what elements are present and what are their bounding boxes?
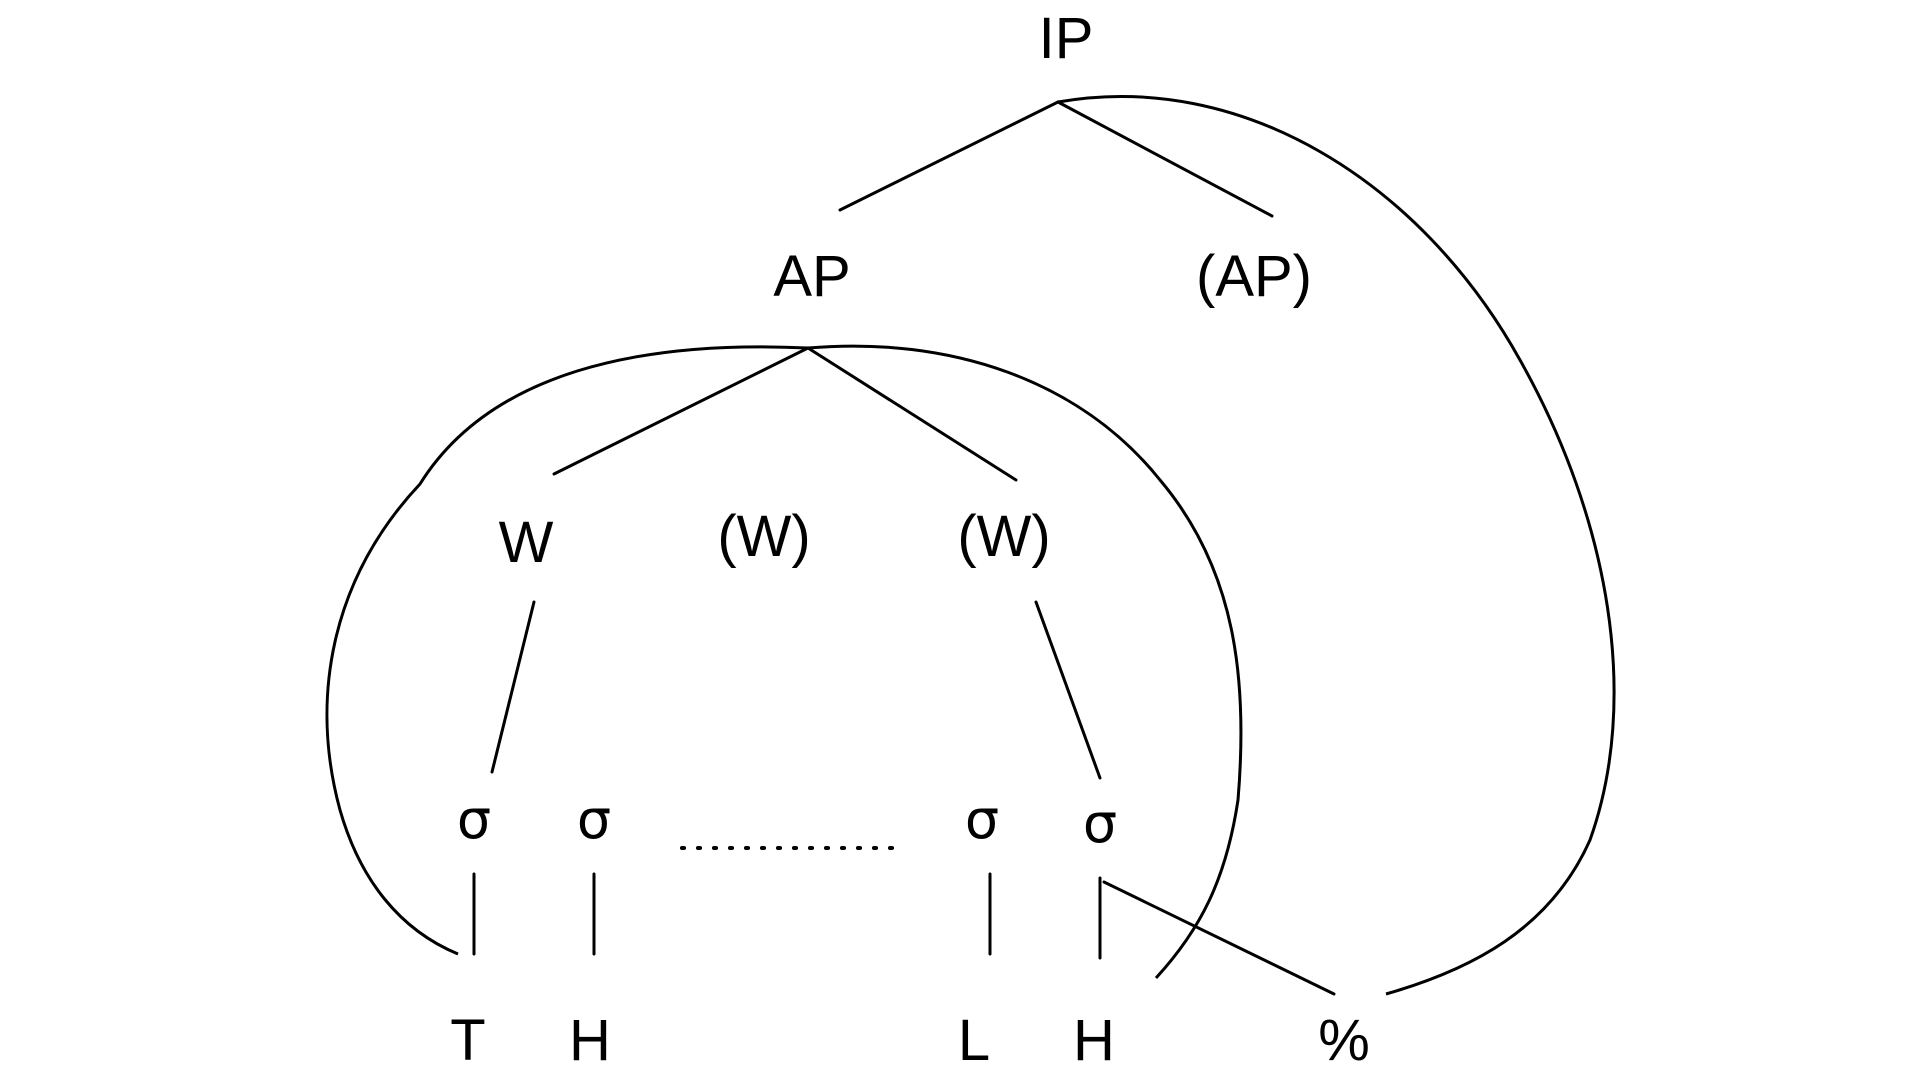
syllable-3: σ: [965, 788, 999, 851]
boundary-tone: %: [1318, 1008, 1370, 1073]
curve-ap-to-t: [325, 345, 809, 956]
branch-ap-w-optional: [806, 346, 1018, 482]
branch-w-syllable-1: [490, 600, 536, 774]
syllable-4: σ: [1083, 792, 1117, 855]
assoc-syllable-4-boundary: [1102, 880, 1336, 996]
w-optional-node-1: (W): [717, 504, 810, 569]
tone-t: T: [450, 1008, 485, 1073]
syllable-1: σ: [457, 788, 491, 851]
ip-node: IP: [1039, 6, 1094, 71]
ap-node: AP: [773, 244, 850, 309]
tone-h-2: H: [1073, 1008, 1115, 1073]
branch-ap-w: [552, 346, 810, 476]
curve-ip-to-boundary: [1057, 94, 1616, 996]
branch-ip-ap-optional: [1056, 100, 1274, 218]
w-optional-node-2: (W): [957, 504, 1050, 569]
branch-ip-ap: [838, 100, 1060, 212]
curve-ap-to-h: [807, 344, 1243, 980]
ap-optional-node: (AP): [1196, 244, 1312, 309]
branch-w-optional-syllable-4: [1034, 600, 1102, 780]
tone-l: L: [958, 1008, 990, 1073]
syllable-2: σ: [577, 788, 611, 851]
tone-h-1: H: [569, 1008, 611, 1073]
w-node: W: [499, 510, 554, 575]
